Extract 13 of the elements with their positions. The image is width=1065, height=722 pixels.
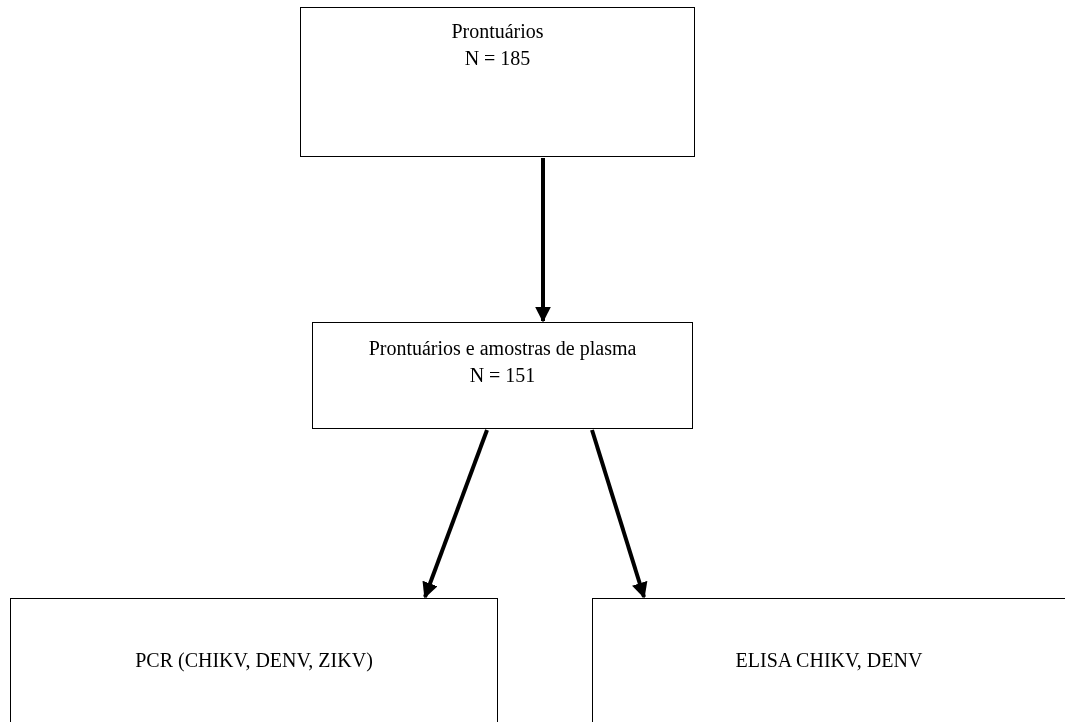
arrow (535, 158, 551, 323)
process-box (592, 598, 1065, 722)
count-text: N = 151 (468, 363, 537, 388)
process-box (300, 7, 695, 157)
box-text: PCR (CHIKV, DENV, ZIKV) (134, 648, 374, 674)
box-text: Prontuários e amostras de plasma (367, 336, 638, 362)
count-text: N = 185 (463, 46, 532, 71)
process-box (10, 598, 498, 722)
arrow (422, 429, 489, 599)
arrow (590, 429, 648, 599)
box-text: ELISA CHIKV, DENV (734, 648, 924, 673)
box-text: Prontuários (450, 19, 545, 44)
process-box (312, 322, 693, 429)
